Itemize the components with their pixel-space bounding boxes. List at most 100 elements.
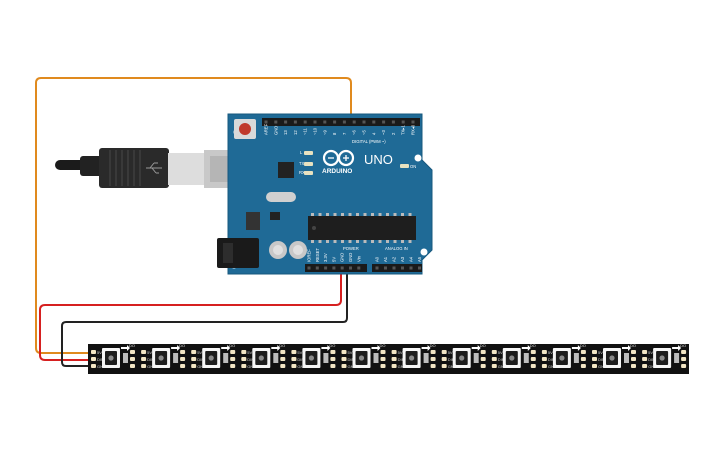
power-pin[interactable] (332, 266, 336, 270)
digital-pin[interactable] (362, 120, 366, 124)
power-pin-label: GND (340, 253, 345, 262)
arrow-right-icon (672, 345, 682, 351)
led-die (559, 355, 565, 361)
pad-label: GND (197, 364, 206, 369)
small-component (270, 212, 280, 220)
solder-pad (541, 357, 547, 361)
solder-pad (530, 364, 536, 368)
pad-label: GND (147, 364, 156, 369)
arrow-right-icon (471, 345, 481, 351)
digital-pin[interactable] (303, 120, 307, 124)
smd-component (473, 353, 479, 363)
solder-pad (491, 364, 497, 368)
analog-pin[interactable] (375, 266, 379, 270)
solder-pad (592, 357, 597, 361)
solder-pad (380, 357, 386, 361)
digital-pin-label: 8 (332, 132, 337, 135)
solder-pad (681, 357, 687, 361)
led-die (659, 355, 665, 361)
led-die (308, 355, 314, 361)
digital-pin[interactable] (411, 120, 415, 124)
analog-pin[interactable] (409, 266, 413, 270)
analog-pin-label: A2 (392, 256, 397, 262)
analog-header (372, 264, 422, 272)
pixel-label: DO (430, 343, 436, 348)
power-wire[interactable] (39, 268, 342, 361)
digital-pin[interactable] (323, 120, 327, 124)
reset-button[interactable] (234, 119, 256, 139)
digital-pin-label: RX◂0 (411, 124, 416, 135)
arrow-right-icon (622, 345, 631, 351)
smd-component (173, 353, 179, 363)
smd-component (423, 353, 429, 363)
regulator (246, 212, 260, 230)
digital-pin[interactable] (391, 120, 395, 124)
smd-component (573, 353, 579, 363)
digital-pin[interactable] (313, 120, 317, 124)
solder-pad (241, 350, 247, 354)
led-die (609, 355, 615, 361)
digital-pin[interactable] (342, 120, 346, 124)
digital-pin[interactable] (264, 120, 268, 124)
solder-pad (241, 364, 247, 368)
power-pin[interactable] (307, 266, 311, 270)
digital-pin[interactable] (284, 120, 288, 124)
digital-pin[interactable] (293, 120, 297, 124)
usb-cable[interactable] (55, 148, 254, 188)
neopixel-strip[interactable]: 5VDINGNDDO5VDINGNDDO5VDINGNDDO5VDINGNDDO… (88, 343, 689, 374)
arrow-right-icon (571, 345, 581, 351)
digital-pin-label: 2 (391, 132, 396, 135)
pixel-label: DO (580, 343, 586, 348)
solder-pad (642, 350, 648, 354)
digital-pin[interactable] (401, 120, 405, 124)
pixel-label: DO (680, 343, 686, 348)
power-pin[interactable] (340, 266, 344, 270)
pad-label: DIN (97, 357, 104, 362)
dc-power-jack[interactable] (217, 238, 259, 268)
solder-pad (480, 364, 486, 368)
digital-pin[interactable] (372, 120, 376, 124)
pad-label: GND (97, 364, 106, 369)
svg-text:ARDUINO: ARDUINO (322, 168, 352, 175)
atmega-chip (308, 213, 416, 243)
digital-pin[interactable] (274, 120, 278, 124)
analog-pin[interactable] (401, 266, 404, 270)
pad-label: GND (348, 364, 357, 369)
power-pin[interactable] (324, 266, 328, 270)
digital-pin[interactable] (333, 120, 337, 124)
digital-pin[interactable] (352, 120, 356, 124)
digital-pin[interactable] (382, 120, 386, 124)
analog-pin[interactable] (384, 266, 387, 270)
analog-pin[interactable] (392, 266, 396, 270)
led-die (358, 355, 365, 361)
usb-chip (278, 162, 294, 178)
ground-wire[interactable] (61, 268, 348, 367)
analog-label: ANALOG IN (385, 246, 408, 251)
power-pin[interactable] (357, 266, 361, 270)
analog-pin[interactable] (418, 266, 421, 270)
led-die (459, 355, 465, 361)
solder-pad (441, 350, 447, 354)
signal-wire[interactable] (35, 77, 352, 354)
power-pin[interactable] (315, 266, 319, 270)
mount-hole (420, 248, 428, 256)
solder-pad (130, 364, 135, 368)
digital-pin-label: ~11 (303, 128, 308, 135)
arrow-right-icon (171, 345, 181, 351)
power-pin[interactable] (349, 266, 352, 270)
pad-label: 5V (548, 350, 553, 355)
